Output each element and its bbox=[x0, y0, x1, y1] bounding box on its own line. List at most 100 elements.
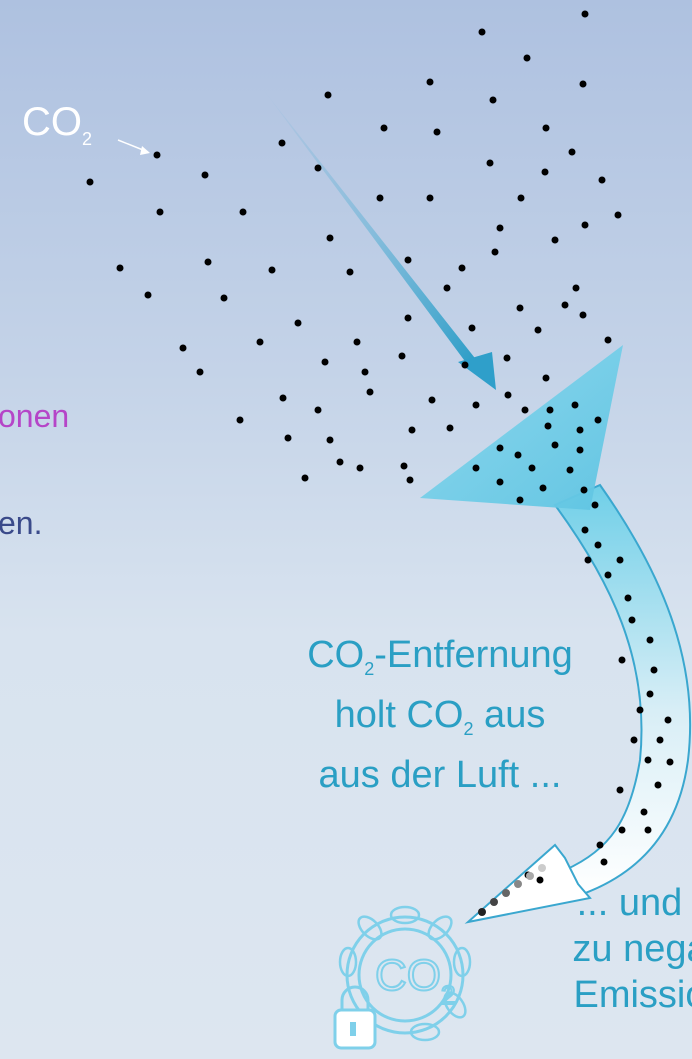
co2-particle bbox=[517, 194, 525, 202]
co2-particle bbox=[591, 501, 599, 509]
co2-particle bbox=[426, 194, 434, 202]
co2-particle bbox=[561, 301, 569, 309]
co2-particle bbox=[528, 464, 536, 472]
co2-particle bbox=[294, 319, 302, 327]
co2-particle bbox=[461, 361, 469, 369]
co2-particle bbox=[581, 526, 589, 534]
lock-co2-label: CO2 bbox=[375, 951, 455, 1010]
co2-particle bbox=[491, 248, 499, 256]
co2-particle bbox=[581, 10, 589, 18]
co2-particle bbox=[398, 352, 406, 360]
co2-particle bbox=[346, 268, 354, 276]
co2-particle bbox=[516, 304, 524, 312]
negative-emissions-caption: ... und f zu nega Emissio bbox=[520, 880, 692, 1018]
co2-particle bbox=[546, 406, 554, 414]
co2-particle bbox=[646, 636, 654, 644]
co2-particle bbox=[496, 478, 504, 486]
co2-particle-fading bbox=[526, 872, 534, 880]
negative-line-2: zu nega bbox=[572, 928, 692, 970]
co2-particle bbox=[314, 164, 322, 172]
co2-particle bbox=[376, 194, 384, 202]
co2-particle bbox=[321, 358, 329, 366]
co2-particle bbox=[478, 28, 486, 36]
co2-pointer-arrowhead bbox=[140, 146, 150, 155]
co2-particle bbox=[514, 451, 522, 459]
co2-particle bbox=[614, 211, 622, 219]
co2-particle-fading bbox=[538, 864, 546, 872]
co2-particle bbox=[179, 344, 187, 352]
co2-particle bbox=[336, 458, 344, 466]
co2-particle bbox=[86, 178, 94, 186]
co2-particle bbox=[618, 826, 626, 834]
co2-particle bbox=[542, 374, 550, 382]
co2-particle bbox=[576, 426, 584, 434]
co2-particle bbox=[604, 336, 612, 344]
removal-line-1: CO2-Entfernung bbox=[307, 634, 573, 679]
co2-particle bbox=[571, 401, 579, 409]
co2-particle bbox=[536, 876, 544, 884]
co2-particle bbox=[576, 446, 584, 454]
co2-particle bbox=[144, 291, 152, 299]
co2-particle bbox=[426, 78, 434, 86]
co2-particle bbox=[404, 314, 412, 322]
co2-particle-fading bbox=[478, 908, 486, 916]
co2-particle bbox=[366, 388, 374, 396]
co2-particle bbox=[324, 91, 332, 99]
co2-particle bbox=[204, 258, 212, 266]
co2-particle bbox=[580, 486, 588, 494]
co2-particle bbox=[196, 368, 204, 376]
co2-particle bbox=[326, 234, 334, 242]
co2-particle bbox=[551, 441, 559, 449]
co2-particle bbox=[156, 208, 164, 216]
co2-particle bbox=[279, 394, 287, 402]
co2-particle bbox=[116, 264, 124, 272]
removal-line-2: holt CO2 aus bbox=[334, 694, 546, 739]
co2-particle bbox=[551, 236, 559, 244]
co2-label: CO2 bbox=[22, 100, 93, 149]
co2-particle bbox=[644, 826, 652, 834]
removal-caption: CO2-Entfernung holt CO2 aus aus der Luft… bbox=[250, 632, 630, 798]
co2-particle bbox=[301, 474, 309, 482]
co2-particle bbox=[656, 736, 664, 744]
co2-particle bbox=[433, 128, 441, 136]
co2-particle bbox=[534, 326, 542, 334]
co2-particle bbox=[496, 224, 504, 232]
co2-particle bbox=[584, 556, 592, 564]
co2-particle-fading bbox=[514, 880, 522, 888]
co2-particle bbox=[624, 594, 632, 602]
co2-particle-fading bbox=[502, 889, 510, 897]
co2-particle bbox=[618, 656, 626, 664]
co2-particle bbox=[201, 171, 209, 179]
co2-particle-fading bbox=[490, 898, 498, 906]
co2-particle bbox=[326, 436, 334, 444]
co2-particle bbox=[666, 758, 674, 766]
capture-arrow-head bbox=[458, 352, 496, 390]
co2-particle bbox=[428, 396, 436, 404]
co2-particle bbox=[598, 176, 606, 184]
co2-particle bbox=[404, 256, 412, 264]
co2-particle bbox=[579, 80, 587, 88]
co2-particle bbox=[636, 706, 644, 714]
co2-particle bbox=[521, 406, 529, 414]
co2-particle bbox=[628, 616, 636, 624]
co2-particle bbox=[361, 368, 369, 376]
co2-particle bbox=[572, 284, 580, 292]
co2-particle bbox=[489, 96, 497, 104]
co2-particle bbox=[542, 124, 550, 132]
co2-particle bbox=[616, 556, 624, 564]
co2-particle bbox=[644, 756, 652, 764]
co2-particle bbox=[406, 476, 414, 484]
co2-particle bbox=[504, 391, 512, 399]
co2-particle bbox=[486, 159, 494, 167]
co2-particle bbox=[646, 690, 654, 698]
co2-particle bbox=[541, 168, 549, 176]
chained-co2-lock-icon bbox=[333, 905, 472, 1050]
co2-particle bbox=[616, 786, 624, 794]
co2-particle bbox=[268, 266, 276, 274]
co2-particle bbox=[239, 208, 247, 216]
co2-particle bbox=[664, 716, 672, 724]
co2-particle bbox=[314, 406, 322, 414]
negative-line-3: Emissio bbox=[573, 974, 692, 1016]
co2-particle bbox=[468, 324, 476, 332]
co2-particle bbox=[604, 571, 612, 579]
